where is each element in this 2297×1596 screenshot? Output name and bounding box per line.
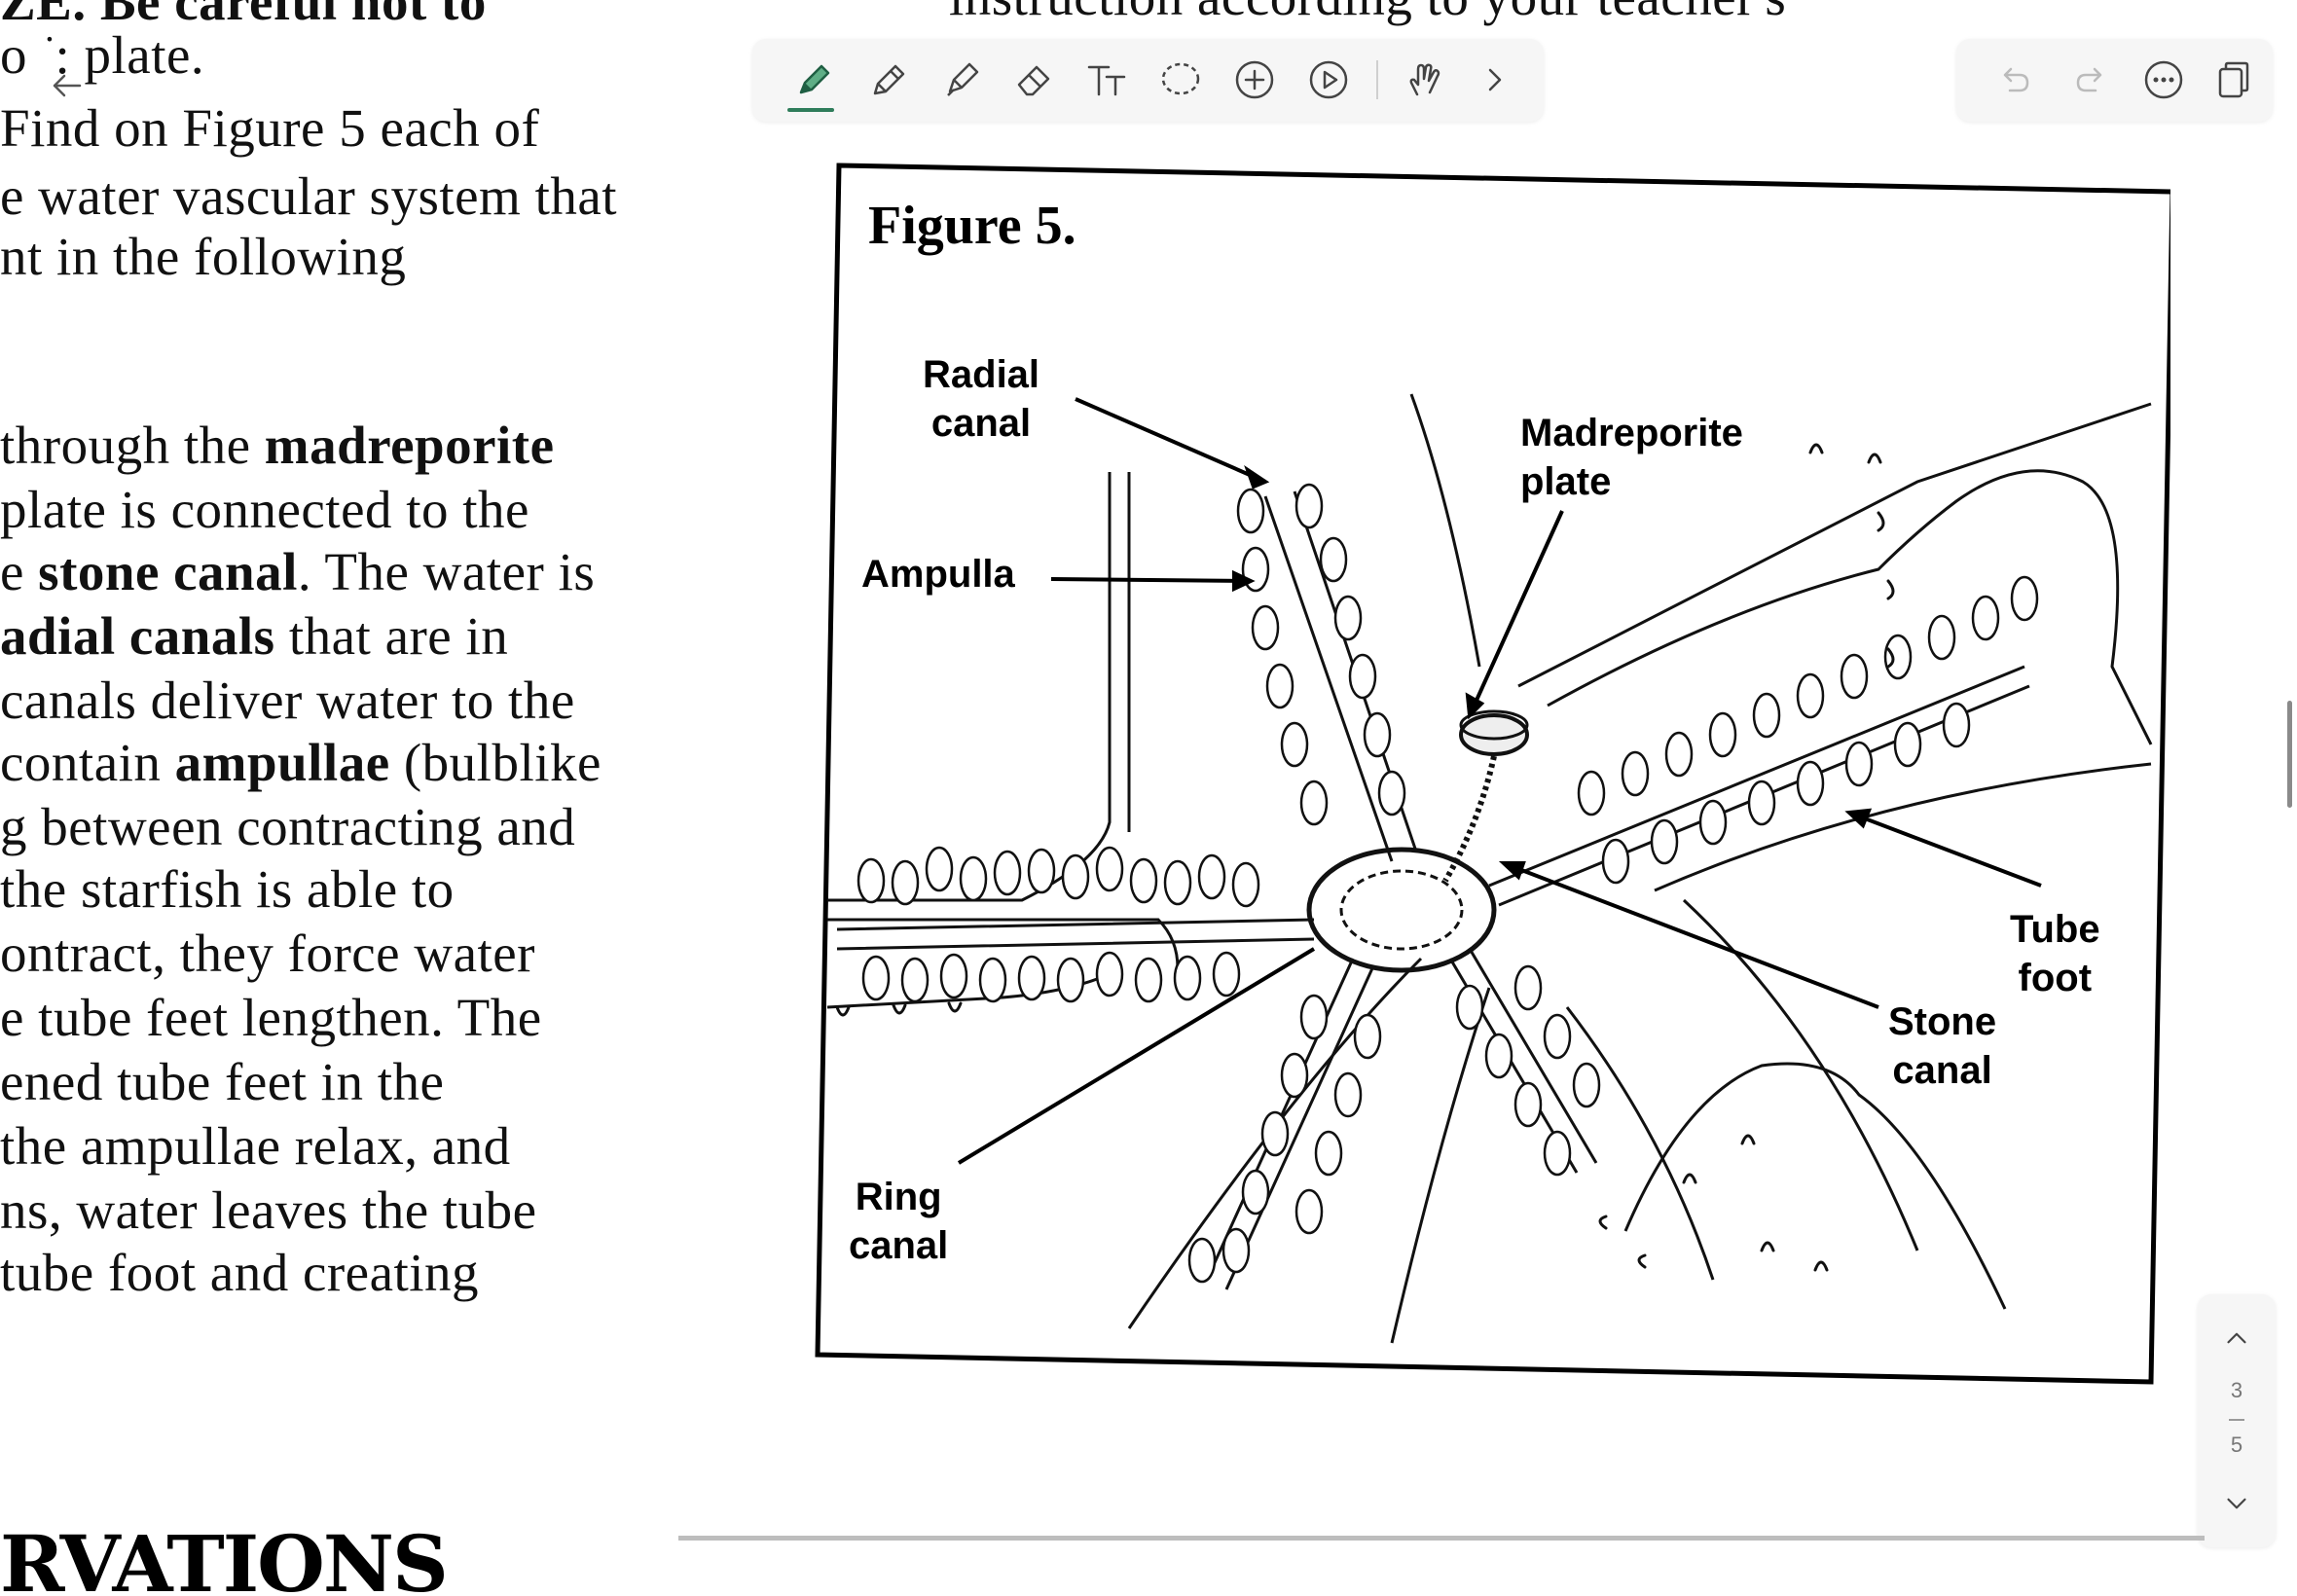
label-ring-canal: Ring canal [849,1173,948,1270]
text-line: e stone canal. The water is [0,541,595,602]
redo-icon [2066,55,2115,104]
label-tube-foot: Tube foot [2010,905,2100,1002]
document-text: ZE. Be careful not to o ͘ : plate. Find … [0,0,720,1596]
chevron-up-icon [2220,1322,2253,1355]
play-tool[interactable] [1299,51,1358,109]
hand-tool[interactable] [1397,51,1455,109]
eraser-icon [1010,55,1059,104]
text-line: through the madreporite [0,415,555,476]
annotation-toolbar [752,39,1544,122]
text-line: plate is connected to the [0,479,529,540]
text-line: e water vascular system that [0,165,617,227]
pen-tool[interactable] [784,51,843,109]
more-button[interactable] [2134,51,2193,109]
text-line: ontract, they force water [0,923,535,984]
label-line: plate [1520,457,1743,506]
toolbar-expand-button[interactable] [1466,51,1524,109]
chevron-right-icon [1471,55,1519,104]
figure-frame [818,165,2170,1382]
play-icon [1304,55,1353,104]
label-line: Radial [923,350,1039,399]
add-icon [1230,55,1279,104]
text-line: the starfish is able to [0,858,455,920]
text-line: ns, water leaves the tube [0,1179,537,1241]
undo-icon [1990,55,2039,104]
figure-5-diagram [808,161,2170,1387]
partial-line-top-right: instruction according to your teacher's [949,0,1786,27]
label-line: canal [1888,1046,1996,1095]
pencil-tool[interactable] [859,51,918,109]
text-line: adial canals that are in [0,605,508,667]
text-line: e tube feet lengthen. The [0,987,542,1048]
next-page-button[interactable] [2212,1479,2261,1528]
lasso-tool[interactable] [1151,51,1210,109]
pen-icon [789,55,838,104]
label-line: Madreporite [1520,409,1743,457]
pencil-icon [864,55,913,104]
redo-button[interactable] [2061,51,2120,109]
active-tool-indicator [787,108,834,112]
total-page-number: 5 [2198,1433,2276,1458]
pages-button[interactable] [2205,51,2263,109]
label-ampulla: Ampulla [861,550,1015,598]
current-page-number: 3 [2198,1378,2276,1403]
text-line: nt in the following [0,226,406,287]
figure-title: Figure 5. [868,195,1076,257]
section-heading: RVATIONS [0,1518,447,1596]
label-line: Stone [1888,998,1996,1046]
page-progress-track [678,1536,2205,1541]
label-madreporite-plate: Madreporite plate [1520,409,1743,506]
label-line: Ring [849,1173,948,1221]
pages-icon [2209,55,2258,104]
text-line: ened tube feet in the [0,1051,444,1112]
page-divider [2229,1419,2244,1421]
lasso-icon [1156,55,1205,104]
hand-icon [1402,55,1450,104]
eraser-tool[interactable] [1005,51,1064,109]
label-radial-canal: Radial canal [923,350,1039,448]
history-toolbar [1956,39,2273,122]
text-line: canals deliver water to the [0,670,575,731]
arrow-left-icon [47,66,86,105]
highlighter-tool[interactable] [932,51,991,109]
text-line: tube foot and creating [0,1242,479,1303]
text-line: contain ampullae (bulblike [0,732,602,793]
toolbar-divider [1376,60,1378,99]
text-line: the ampullae relax, and [0,1115,511,1177]
vertical-scrollbar-thumb[interactable] [2287,701,2292,808]
text-icon [1083,55,1132,104]
label-line: foot [2010,954,2100,1002]
undo-button[interactable] [1986,51,2044,109]
add-tool[interactable] [1225,51,1284,109]
chevron-down-icon [2220,1487,2253,1520]
highlighter-icon [937,55,986,104]
text-line: g between contracting and [0,796,575,857]
more-icon [2139,55,2188,104]
back-button[interactable] [39,58,93,113]
previous-page-button[interactable] [2212,1314,2261,1362]
label-line: Tube [2010,905,2100,954]
text-line: o ͘ : plate. [0,24,204,86]
text-tool[interactable] [1078,51,1137,109]
page-navigator: 3 5 [2198,1294,2276,1547]
label-stone-canal: Stone canal [1888,998,1996,1095]
label-line: canal [923,399,1039,448]
label-line: canal [849,1221,948,1270]
